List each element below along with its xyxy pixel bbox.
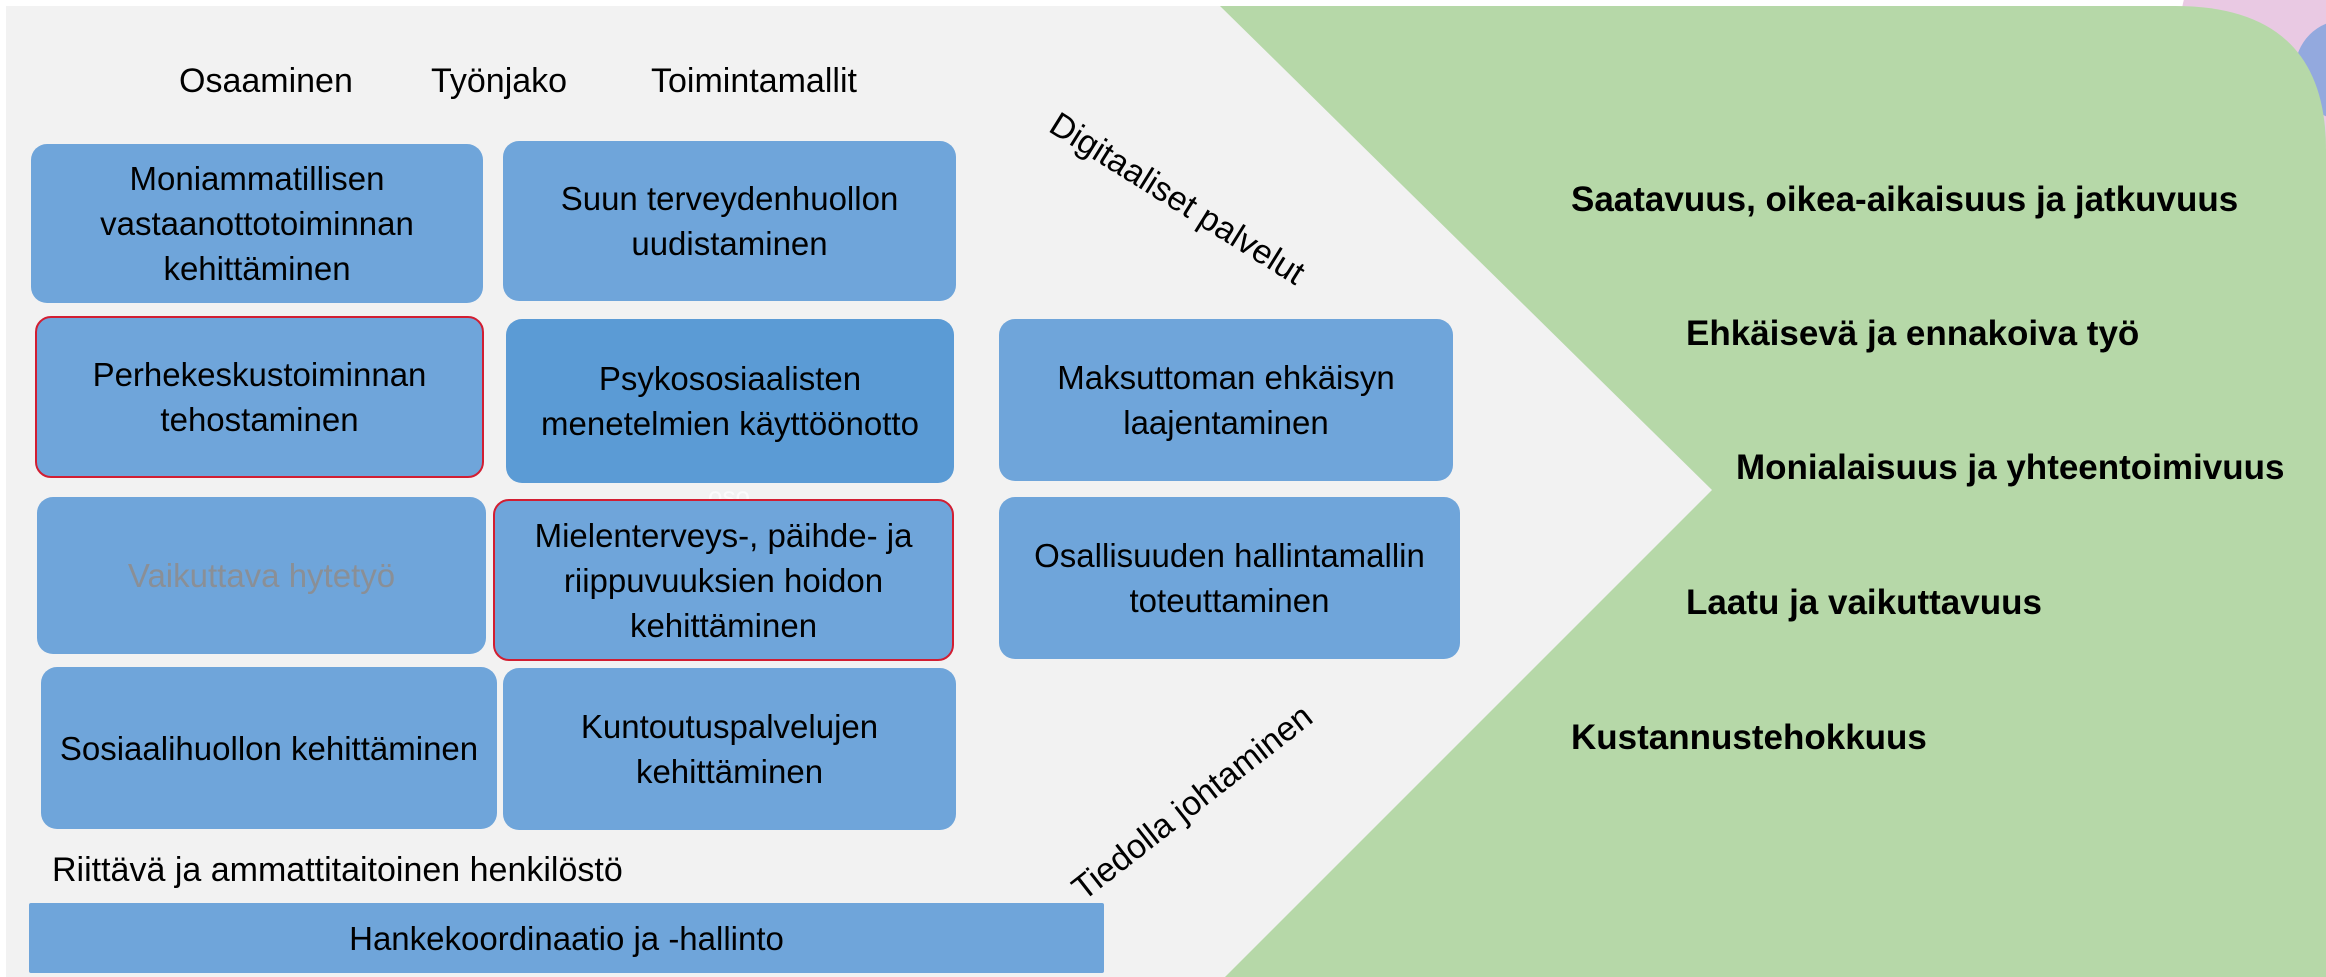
goal-kustannustehokkuus: Kustannustehokkuus [1571,718,1927,757]
box-psykososiaaliset: Psykososiaalisten menetelmien käyttöönot… [506,319,954,483]
box-perhekeskus: Perhekeskustoiminnan tehostaminen [35,316,484,478]
column-header-tyonjako: Työnjako [431,62,568,100]
box-mielenterveys: Mielenterveys-, päihde- ja riippuvuuksie… [493,499,954,661]
box-osallisuus: Osallisuuden hallintamallin toteuttamine… [999,497,1460,659]
box-hankekoordinaatio: Hankekoordinaatio ja -hallinto [29,903,1104,973]
staff-label: Riittävä ja ammattitaitoinen henkilöstö [52,851,623,889]
box-sosiaalihuolto: Sosiaalihuollon kehittäminen [41,667,497,829]
column-header-osaaminen: Osaaminen [179,62,353,100]
column-header-toimintamallit: Toimintamallit [651,62,857,100]
goal-ehkaiseva: Ehkäisevä ja ennakoiva työ [1686,314,2140,353]
box-suun-terveydenhuolto: Suun terveydenhuollon uudistaminen [503,141,956,301]
goal-saatavuus: Saatavuus, oikea-aikaisuus ja jatkuvuus [1571,180,2239,219]
box-vaikuttava-hytetyo: Vaikuttava hytetyö [37,497,486,654]
goal-monialaisuus: Monialaisuus ja yhteentoimivuus [1736,448,2285,487]
goal-laatu: Laatu ja vaikuttavuus [1686,583,2042,622]
box-maksuton-ehkaisy: Maksuttoman ehkäisyn laajentaminen [999,319,1453,481]
goal-area [1215,6,2326,977]
box-kuntoutus: Kuntoutuspalvelujen kehittäminen [503,668,956,830]
box-moniammatillisen: Moniammatillisen vastaanottotoiminnan ke… [31,144,483,303]
